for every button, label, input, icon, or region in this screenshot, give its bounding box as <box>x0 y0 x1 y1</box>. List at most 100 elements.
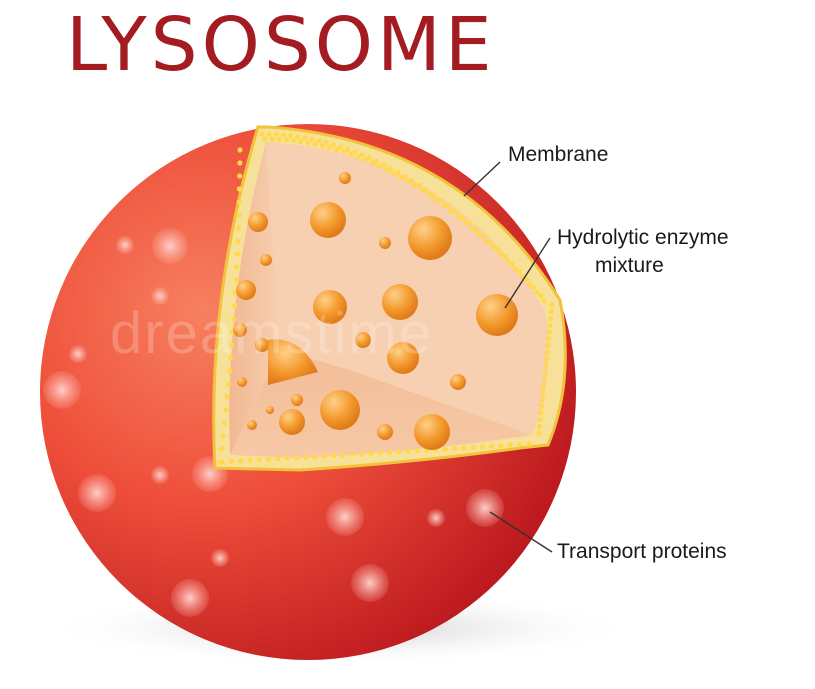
membrane-dot <box>460 215 465 220</box>
membrane-dot <box>340 452 345 457</box>
membrane-dot <box>360 152 365 157</box>
membrane-dot <box>222 420 227 425</box>
membrane-dot <box>312 454 317 459</box>
transport-protein <box>43 371 81 409</box>
membrane-dot <box>226 381 231 386</box>
membrane-dot <box>219 446 224 451</box>
membrane-dot <box>548 316 553 321</box>
membrane-dot <box>542 377 547 382</box>
membrane-dot <box>396 449 401 454</box>
transport-protein <box>78 474 116 512</box>
membrane-dot <box>417 183 422 188</box>
membrane-dot <box>274 132 279 137</box>
membrane-dot <box>350 452 355 457</box>
membrane-dot <box>445 203 450 208</box>
membrane-dot <box>474 227 479 232</box>
enzyme <box>476 294 518 336</box>
membrane-dot <box>443 446 448 451</box>
membrane-dot <box>538 410 543 415</box>
membrane-dot <box>238 458 243 463</box>
transport-protein <box>116 236 134 254</box>
membrane-dot <box>237 147 242 152</box>
membrane-dot <box>424 188 429 193</box>
membrane-dot <box>257 457 262 462</box>
membrane-dot <box>378 450 383 455</box>
membrane-dot <box>387 450 392 455</box>
membrane-dot <box>543 363 548 368</box>
enzyme <box>320 390 360 430</box>
membrane-dot <box>223 407 228 412</box>
membrane-dot <box>338 144 343 149</box>
membrane-dot <box>237 186 242 191</box>
transport-protein <box>326 498 364 536</box>
membrane-dot <box>431 193 436 198</box>
membrane-dot <box>345 147 350 152</box>
membrane-dot <box>452 209 457 214</box>
membrane-dot <box>331 453 336 458</box>
membrane-dot <box>541 298 546 303</box>
membrane-dot <box>322 453 327 458</box>
membrane-dot <box>281 132 286 137</box>
enzyme <box>310 202 346 238</box>
enzyme <box>266 406 274 414</box>
membrane-dot <box>538 417 543 422</box>
transport-protein <box>171 579 209 617</box>
cutaway-interior <box>214 127 566 470</box>
label-hydrolytic-line2: mixture <box>595 254 664 278</box>
membrane-dot <box>517 269 522 274</box>
membrane-dot <box>405 449 410 454</box>
membrane-dot <box>549 302 554 307</box>
membrane-dot <box>542 370 547 375</box>
membrane-dot <box>317 138 322 143</box>
membrane-dot <box>489 444 494 449</box>
membrane-dot <box>536 431 541 436</box>
membrane-dot <box>546 336 551 341</box>
membrane-dot <box>547 323 552 328</box>
enzyme <box>237 377 247 387</box>
transport-protein <box>427 509 445 527</box>
transport-protein <box>152 228 188 264</box>
membrane-dot <box>541 383 546 388</box>
membrane-dot <box>234 277 239 282</box>
membrane-dot <box>495 247 500 252</box>
membrane-dot <box>531 285 536 290</box>
membrane-dot <box>225 394 230 399</box>
membrane-dot <box>547 329 552 334</box>
membrane-dot <box>540 390 545 395</box>
membrane-dot <box>327 145 332 150</box>
membrane-dot <box>488 240 493 245</box>
membrane-dot <box>467 221 472 226</box>
membrane-dot <box>537 424 542 429</box>
membrane-dot <box>266 457 271 462</box>
membrane-dot <box>305 140 310 145</box>
membrane-dot <box>312 142 317 147</box>
enzyme <box>377 424 393 440</box>
membrane-dot <box>410 178 415 183</box>
membrane-dot <box>544 356 549 361</box>
transport-protein <box>69 345 87 363</box>
enzyme <box>247 420 257 430</box>
membrane-dot <box>229 459 234 464</box>
transport-protein <box>151 466 169 484</box>
membrane-dot <box>267 132 272 137</box>
label-transport: Transport proteins <box>557 540 727 564</box>
membrane-dot <box>545 350 550 355</box>
membrane-dot <box>481 234 486 239</box>
label-hydrolytic-line1: Hydrolytic enzyme <box>557 226 729 250</box>
membrane-dot <box>288 133 293 138</box>
enzyme <box>414 414 450 450</box>
enzyme <box>279 409 305 435</box>
membrane-dot <box>503 254 508 259</box>
membrane-dot <box>526 442 531 447</box>
transport-protein <box>351 564 389 602</box>
enzyme <box>379 237 391 249</box>
membrane-dot <box>508 443 513 448</box>
membrane-dot <box>471 445 476 450</box>
membrane-dot <box>259 131 264 136</box>
enzyme <box>236 280 256 300</box>
enzyme <box>260 254 272 266</box>
membrane-dot <box>277 137 282 142</box>
membrane-dot <box>498 443 503 448</box>
enzyme <box>291 394 303 406</box>
